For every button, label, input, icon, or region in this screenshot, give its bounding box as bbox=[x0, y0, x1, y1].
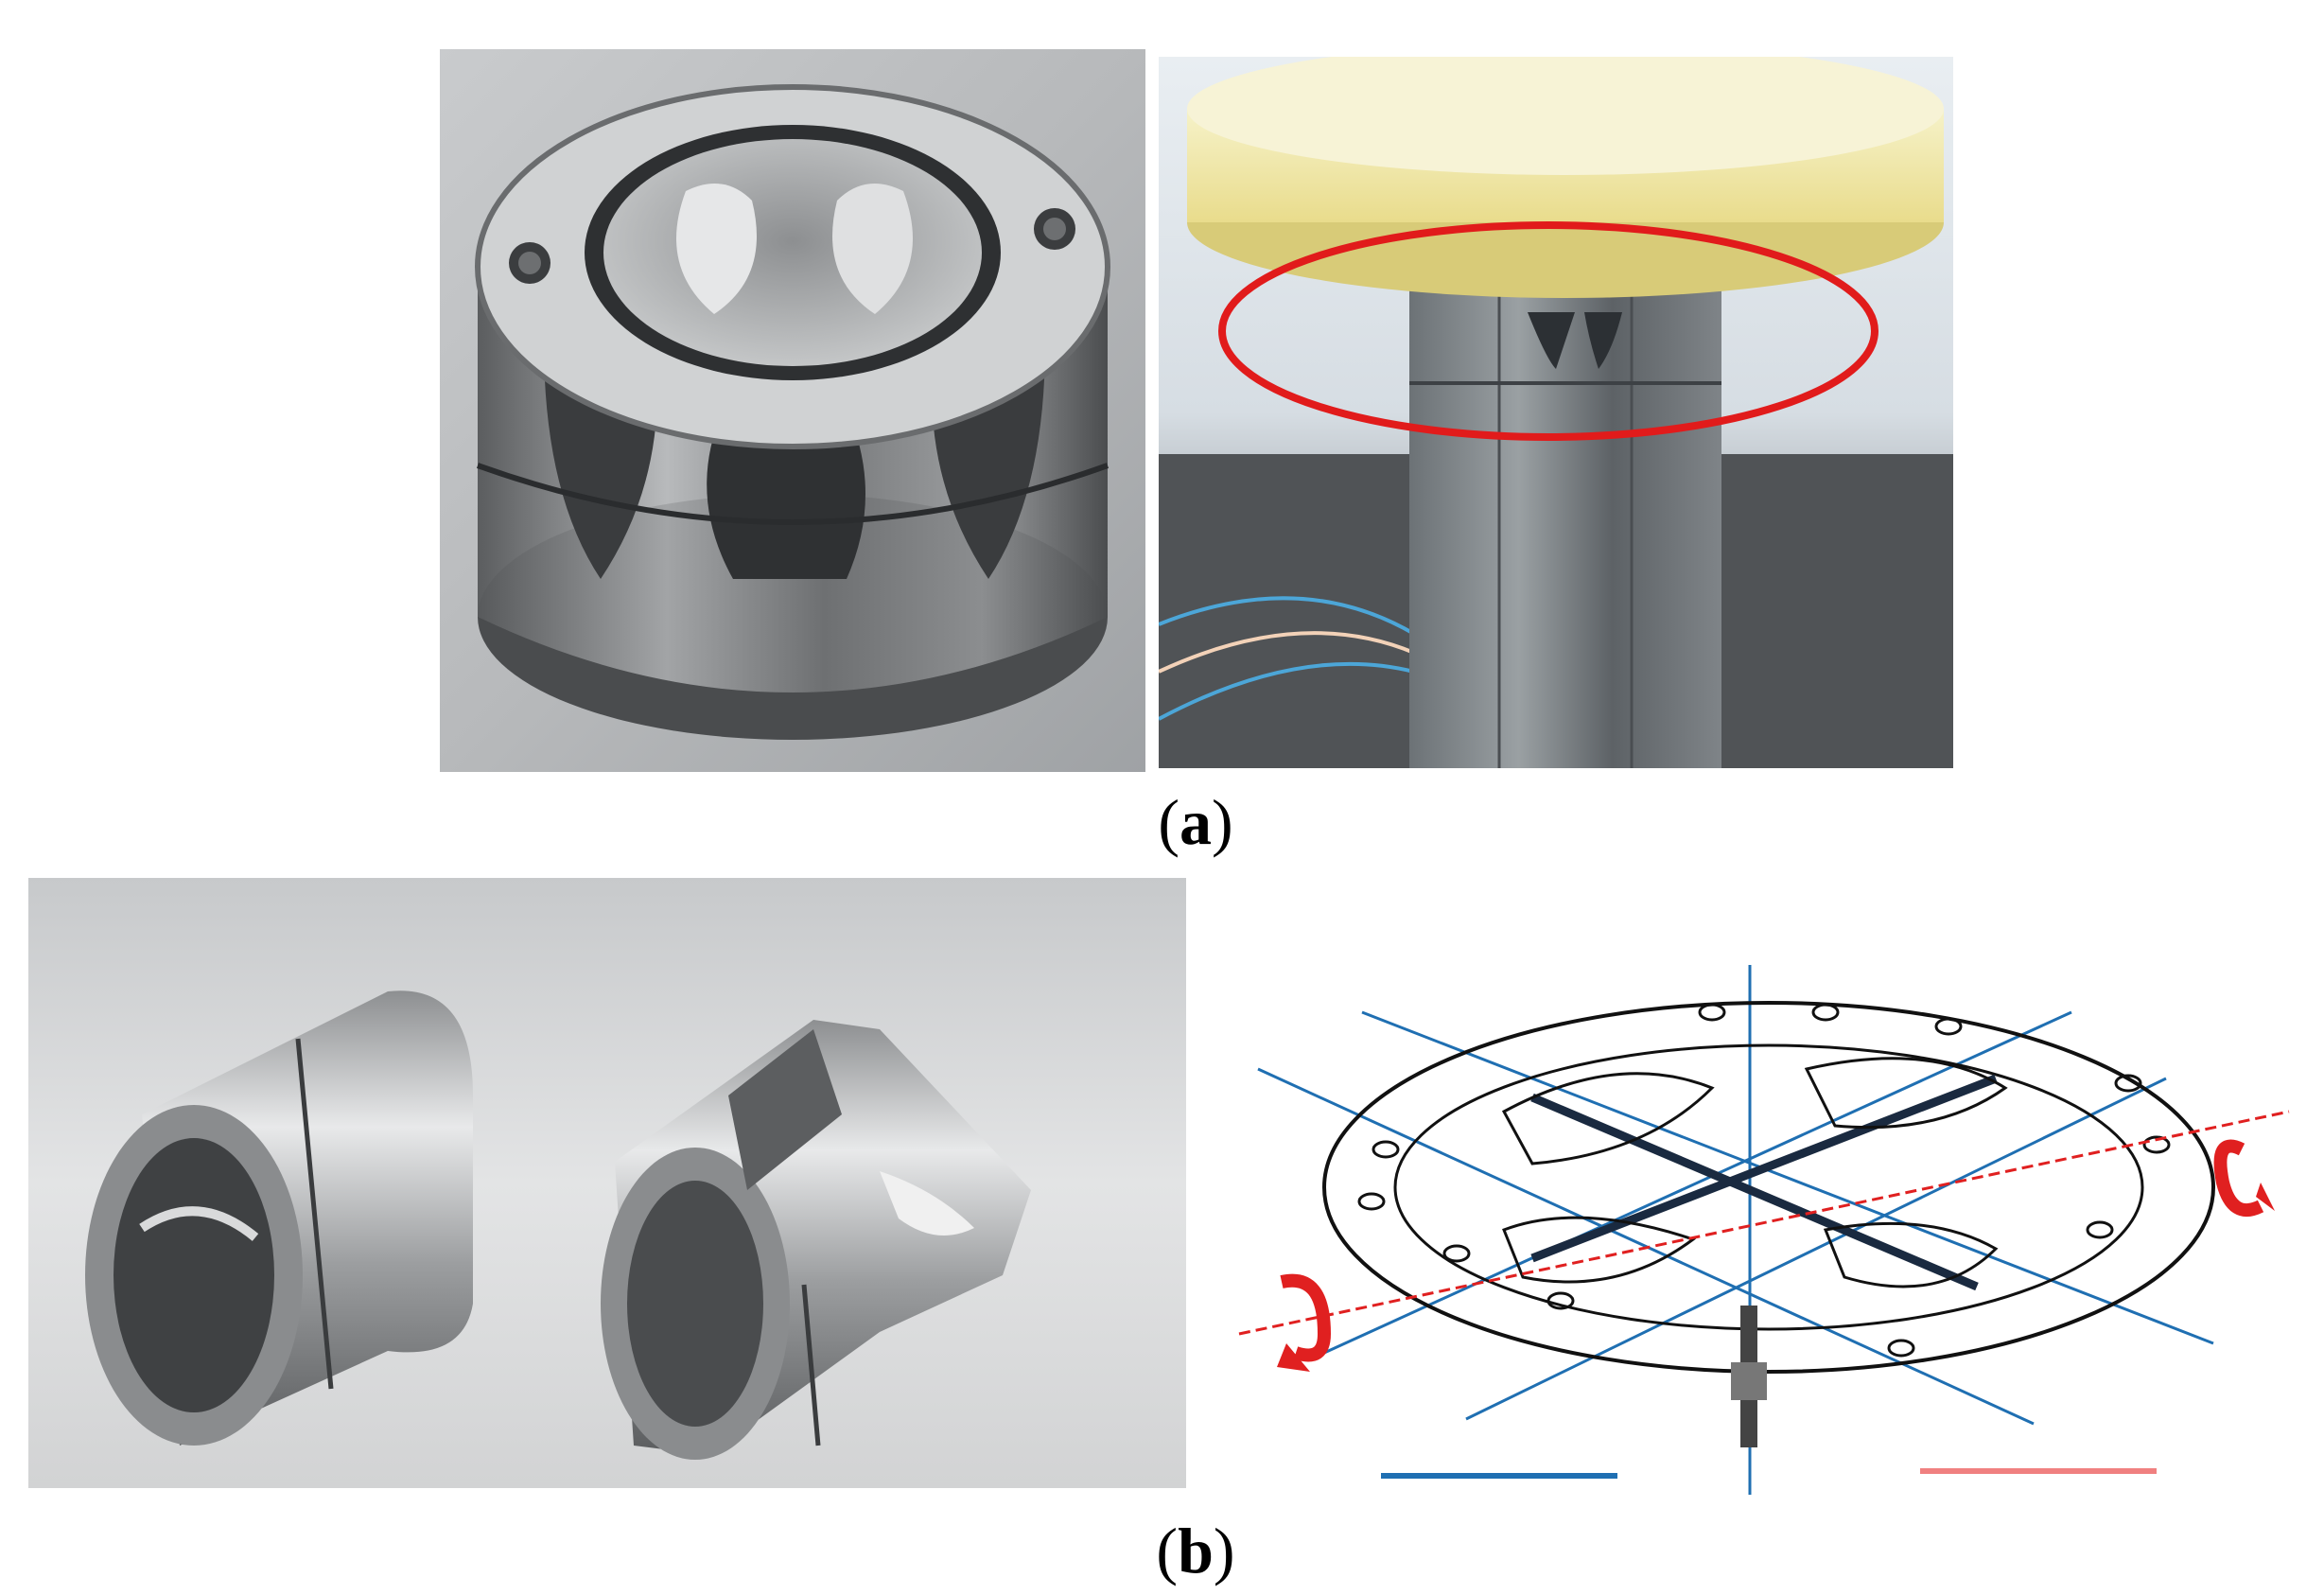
photo-hex-flexure bbox=[1159, 57, 1953, 768]
schematic-gimbal bbox=[1220, 946, 2308, 1504]
photo-pivot-cylinders bbox=[28, 878, 1186, 1488]
caption-b: (b) bbox=[1156, 1515, 1235, 1586]
caption-a: (a) bbox=[1158, 786, 1233, 858]
photo-flexure-ring bbox=[440, 49, 1145, 772]
flexure-axes bbox=[1257, 965, 2214, 1495]
